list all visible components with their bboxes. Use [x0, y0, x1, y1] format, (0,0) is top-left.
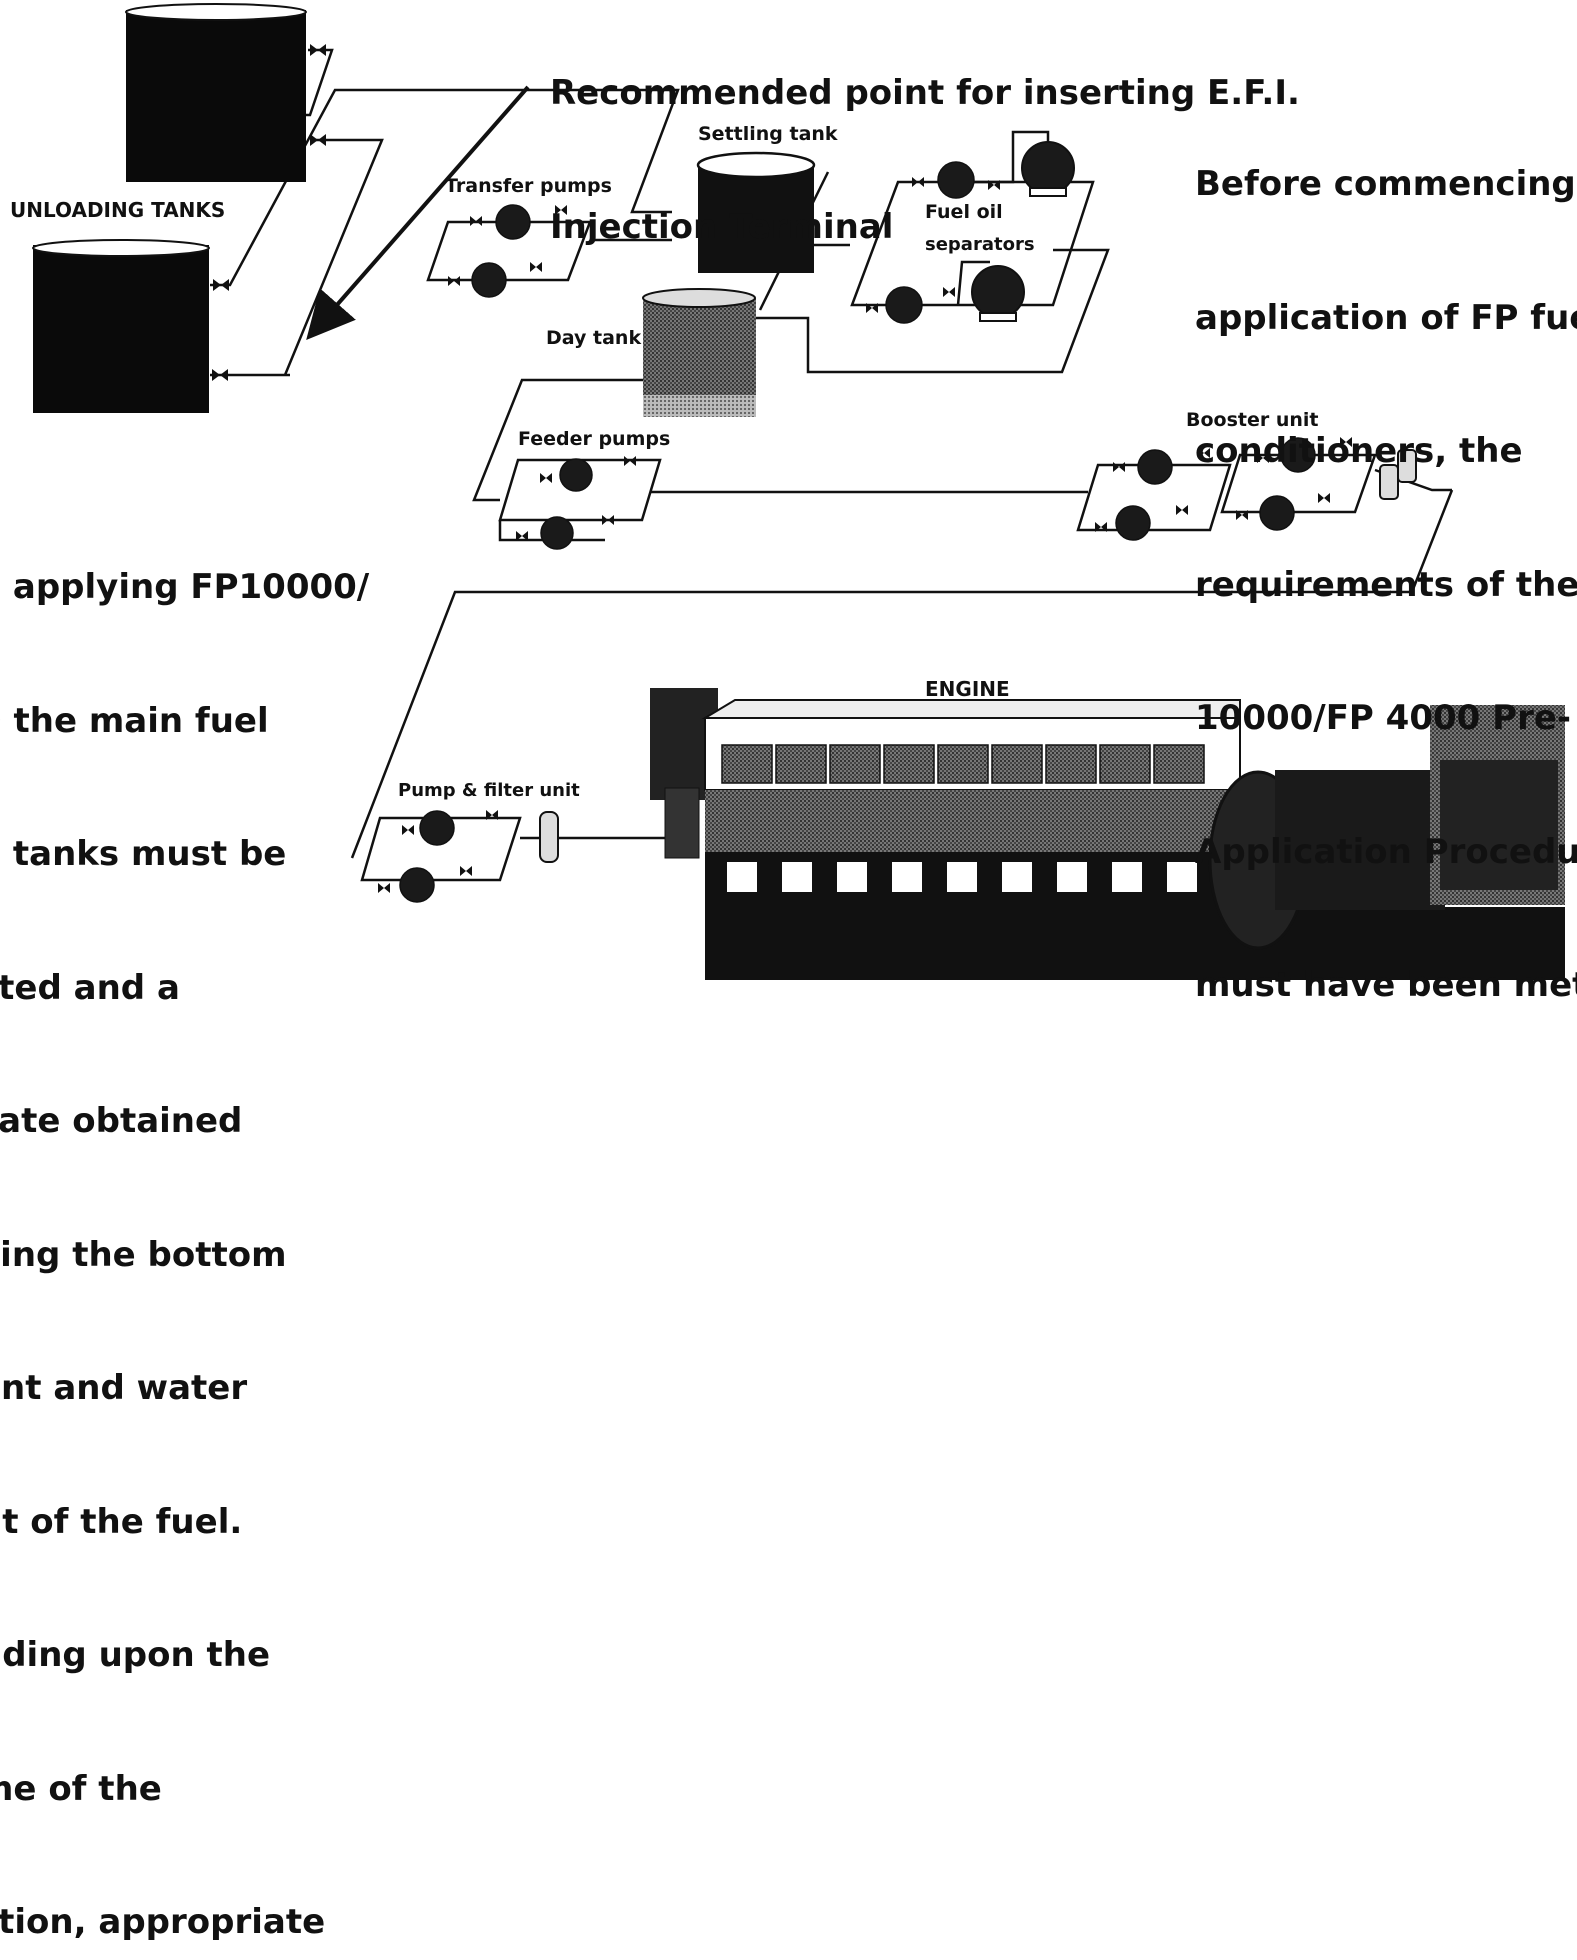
valve-icon	[460, 866, 472, 876]
pump-icon	[1116, 506, 1150, 540]
note-right-line: Before commencing	[1195, 162, 1577, 207]
tank-icon	[126, 10, 306, 182]
callout-text: Recommended point for inserting E.F.I. I…	[550, 0, 1300, 294]
valve-icon	[310, 44, 326, 56]
label-feeder-pumps: Feeder pumps	[518, 428, 670, 450]
note-left-line: cate obtained	[0, 1099, 369, 1144]
note-right-line: requirements of the “	[1195, 563, 1577, 608]
valve-icon	[602, 515, 614, 525]
note-right-line: must have been met.	[1195, 963, 1577, 1008]
note-left-line: ying the bottom	[0, 1233, 369, 1278]
note-left-line: nding upon the	[0, 1633, 369, 1678]
day-tank	[643, 289, 756, 417]
note-right-line: 10000/FP 4000 Pre-	[1195, 696, 1577, 741]
note-right-line: conditioners, the	[1195, 429, 1577, 474]
filter-icon	[540, 812, 558, 862]
pump-icon	[496, 205, 530, 239]
note-right-line: application of FP fuel	[1195, 296, 1577, 341]
pump-icon	[560, 459, 592, 491]
pump-icon	[400, 868, 434, 902]
pump-icon	[1138, 450, 1172, 484]
note-left-line: nt of the fuel.	[0, 1500, 369, 1545]
unloading-tank-lower	[33, 240, 209, 413]
label-day-tank: Day tank	[546, 327, 641, 349]
pump-icon	[472, 263, 506, 297]
valve-icon	[540, 473, 552, 483]
note-right: Before commencing application of FP fuel…	[1195, 73, 1577, 1052]
cylinder-heads	[722, 745, 1204, 783]
note-left-line: ction, appropriate	[0, 1900, 369, 1945]
valve-icon	[448, 276, 460, 286]
pump-icon	[420, 811, 454, 845]
valve-icon	[212, 369, 228, 381]
engine-ports	[727, 862, 1197, 892]
callout-line: Injection Terminal	[550, 205, 1300, 250]
note-left-line: cted and a	[0, 966, 369, 1011]
valve-icon	[530, 262, 542, 272]
note-left-line: ent and water	[0, 1366, 369, 1411]
note-right-line: Application Procedur	[1195, 830, 1577, 875]
note-left-line: e applying FP10000/	[0, 565, 369, 610]
label-unloading-tanks: UNLOADING TANKS	[10, 198, 225, 222]
valve-icon	[378, 883, 390, 893]
note-left-line: e tanks must be	[0, 832, 369, 877]
valve-icon	[1176, 505, 1188, 515]
note-left: e applying FP10000/ 0 the main fuel e ta…	[0, 476, 369, 1960]
valve-icon	[1113, 462, 1125, 472]
valve-icon	[624, 456, 636, 466]
callout-line: Recommended point for inserting E.F.I.	[550, 71, 1300, 116]
valve-icon	[213, 279, 229, 291]
label-pump-filter-unit: Pump & filter unit	[398, 780, 580, 801]
tank-icon	[33, 245, 209, 413]
pump-icon	[541, 517, 573, 549]
valve-icon	[310, 134, 326, 146]
valve-icon	[402, 825, 414, 835]
valve-icon	[470, 216, 482, 226]
note-left-line: me of the	[0, 1767, 369, 1812]
label-engine: ENGINE	[925, 677, 1010, 701]
unloading-tank-upper	[126, 4, 306, 182]
note-left-line: 0 the main fuel	[0, 699, 369, 744]
